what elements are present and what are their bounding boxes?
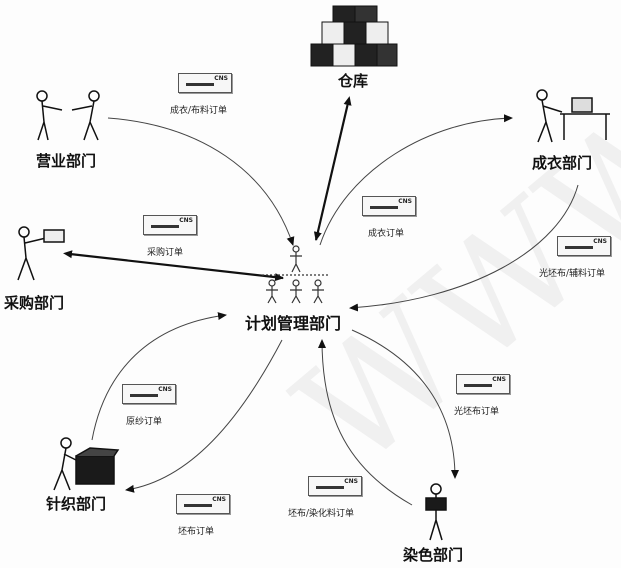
handshake-icon [36, 90, 100, 141]
order-card: CNS [308, 476, 362, 496]
order-card: CNS [557, 236, 611, 256]
arrow-garment-planning [349, 184, 579, 312]
warehouse-icon [310, 5, 398, 67]
order-caption: 坯布订单 [178, 527, 215, 537]
planning-staff-icon [262, 245, 330, 304]
dyeing-worker-icon [425, 483, 447, 541]
order-caption: 光坯布/辅料订单 [539, 269, 606, 279]
card-logo: CNS [593, 238, 607, 245]
order-card: CNS [122, 384, 176, 404]
order-finished-greige: CNS 光坯布订单 [454, 374, 510, 417]
node-warehouse: 仓库 [338, 72, 369, 90]
card-bar [151, 225, 179, 228]
card-logo: CNS [179, 217, 193, 224]
arrow-dyeing-planning [318, 339, 413, 506]
card-logo: CNS [158, 386, 172, 393]
order-purchase: CNS 采购订单 [143, 215, 197, 258]
node-garment: 成衣部门 [532, 154, 593, 172]
order-greige-dye: CNS 坯布/染化料订单 [288, 476, 362, 519]
order-card: CNS [178, 73, 232, 93]
node-sales: 营业部门 [36, 152, 97, 170]
node-dyeing: 染色部门 [403, 546, 464, 564]
arrow-warehouse-planning [313, 96, 352, 241]
order-card: CNS [456, 374, 510, 394]
node-purchasing: 采购部门 [4, 294, 65, 312]
card-logo: CNS [492, 376, 506, 383]
order-yarn: CNS 原纱订单 [122, 384, 176, 427]
order-caption: 光坯布订单 [454, 407, 500, 417]
order-greige-trim: CNS 光坯布/辅料订单 [539, 236, 611, 279]
purchaser-icon [17, 226, 65, 281]
order-caption: 坯布/染化料订单 [288, 509, 355, 519]
order-caption: 成衣/布料订单 [170, 106, 228, 116]
order-card: CNS [143, 215, 197, 235]
node-knitting: 针织部门 [46, 495, 107, 513]
card-bar [565, 246, 593, 249]
order-caption: 原纱订单 [126, 417, 163, 427]
card-logo: CNS [344, 478, 358, 485]
arrow-planning-dyeing [351, 329, 459, 479]
order-caption: 成衣订单 [368, 229, 405, 239]
card-bar [130, 394, 158, 397]
arrow-sales-planning [107, 117, 295, 246]
arrow-purchasing-planning [63, 250, 284, 282]
order-card: CNS [362, 196, 416, 216]
garment-worker-icon [536, 89, 610, 143]
card-logo: CNS [212, 496, 226, 503]
order-garment-fabric: CNS 成衣/布料订单 [170, 73, 232, 116]
order-caption: 采购订单 [147, 248, 184, 258]
card-logo: CNS [398, 198, 412, 205]
node-planning: 计划管理部门 [245, 314, 342, 333]
arrow-knitting-planning [91, 312, 227, 441]
order-card: CNS [176, 494, 230, 514]
card-logo: CNS [214, 75, 228, 82]
card-bar [184, 504, 212, 507]
card-bar [464, 384, 492, 387]
order-greige: CNS 坯布订单 [176, 494, 230, 537]
arrow-planning-garment [319, 114, 513, 246]
card-bar [370, 206, 398, 209]
order-garment: CNS 成衣订单 [362, 196, 416, 239]
knitting-worker-icon [53, 437, 120, 491]
card-bar [186, 83, 214, 86]
arrow-planning-knitting [125, 339, 283, 493]
card-bar [316, 486, 344, 489]
